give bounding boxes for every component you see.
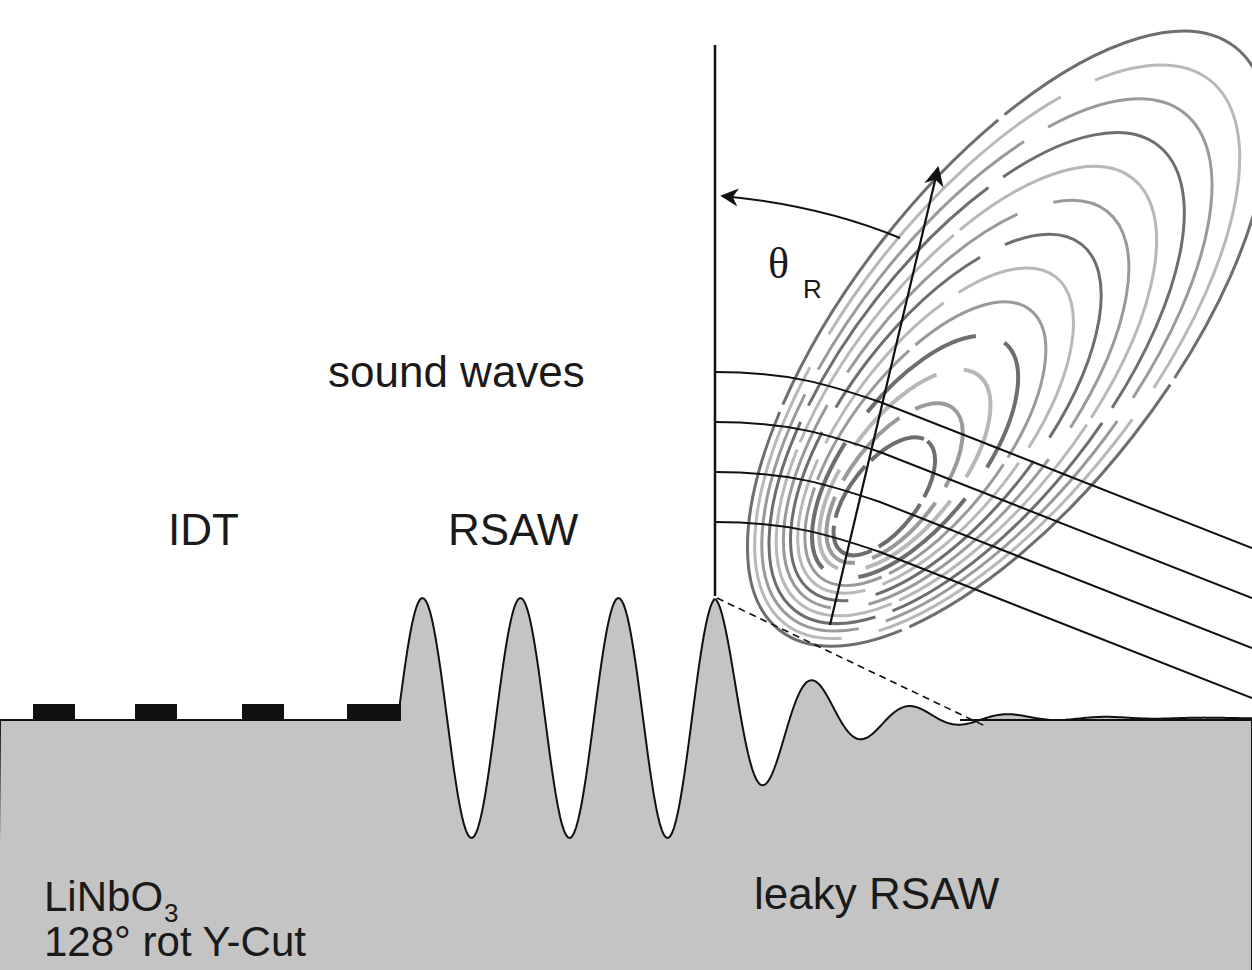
streaming-swirls <box>717 0 1252 720</box>
wave-label: RSAW <box>448 508 578 552</box>
angle-arc <box>722 196 900 238</box>
substrate <box>0 598 1252 970</box>
angle-subscript: R <box>803 276 822 302</box>
sound-wave-lines <box>715 372 1252 698</box>
swirl-streamline <box>717 67 1252 689</box>
angle-symbol: θ <box>768 242 789 286</box>
radiation-direction-arrow <box>830 168 938 625</box>
envelope-line <box>717 598 985 726</box>
droplet-wall <box>714 45 717 596</box>
droplet-base <box>960 719 1252 721</box>
part-label: IDT <box>168 508 239 552</box>
swirl-streamline <box>717 28 1252 702</box>
idt-electrodes <box>33 704 400 720</box>
material-label: LiNbO <box>44 876 163 918</box>
swirl-streamline <box>717 0 1252 715</box>
wave-label: sound waves <box>328 350 585 394</box>
swirl-streamline <box>717 0 1252 720</box>
wave-label: leaky RSAW <box>754 872 999 916</box>
cut-label: 128° rot Y-Cut <box>44 921 306 963</box>
